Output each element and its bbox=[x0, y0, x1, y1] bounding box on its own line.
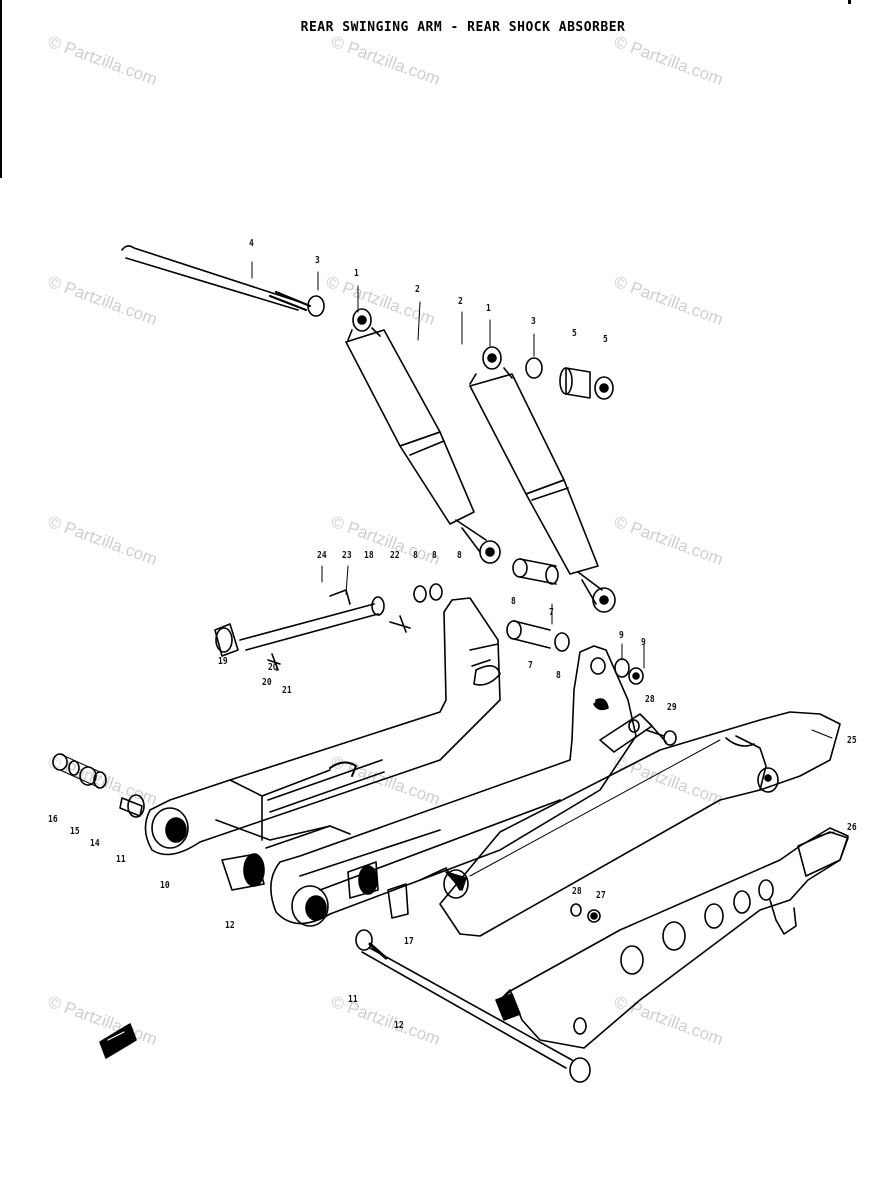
part-label: 12 bbox=[394, 1020, 404, 1031]
part-label: 3 bbox=[531, 316, 536, 327]
part-label: 25 bbox=[847, 735, 857, 746]
part-label: 11 bbox=[116, 854, 126, 865]
part-label: 3 bbox=[315, 255, 320, 266]
leader-lines bbox=[251, 261, 835, 837]
part-label: 9 bbox=[619, 630, 624, 641]
part-label: 12 bbox=[225, 920, 235, 931]
part-label: 28 bbox=[572, 886, 582, 897]
part-label: 29 bbox=[667, 702, 677, 713]
bushing-5 bbox=[559, 367, 614, 400]
part-label: 16 bbox=[48, 814, 58, 825]
part-label: 15 bbox=[70, 826, 80, 837]
part-label: 18 bbox=[364, 550, 374, 561]
part-label: 8 bbox=[432, 550, 437, 561]
part-label: 8 bbox=[457, 550, 462, 561]
part-label: 23 bbox=[342, 550, 352, 561]
lower-chain-guard bbox=[495, 827, 849, 1049]
part-label: 8 bbox=[556, 670, 561, 681]
chain-case bbox=[439, 711, 841, 937]
small-fasteners bbox=[570, 723, 677, 923]
part-label: 27 bbox=[596, 890, 606, 901]
part-label: 5 bbox=[603, 334, 608, 345]
part-label: 8 bbox=[511, 596, 516, 607]
part-label: 2 bbox=[415, 284, 420, 295]
swing-arm-right-half bbox=[270, 645, 653, 927]
part-label: 5 bbox=[572, 328, 577, 339]
swing-arm-frame bbox=[144, 597, 501, 856]
part-label: 28 bbox=[645, 694, 655, 705]
part-label: 7 bbox=[549, 607, 554, 618]
part-label: 22 bbox=[390, 550, 400, 561]
part-label: 20 bbox=[262, 677, 272, 688]
part-label: 11 bbox=[348, 994, 358, 1005]
pivot-bushings bbox=[119, 794, 469, 919]
part-label: 8 bbox=[413, 550, 418, 561]
part-label: 10 bbox=[160, 880, 170, 891]
right-shock-absorber bbox=[469, 346, 616, 613]
scan-edge-dot bbox=[848, 0, 851, 4]
part-label: 2Q bbox=[268, 662, 278, 673]
part-label: 9 bbox=[641, 637, 646, 648]
spacer-washer-3 bbox=[525, 357, 543, 379]
front-arrow-mark bbox=[99, 1023, 137, 1059]
bracket-bolt-assembly bbox=[214, 583, 443, 671]
part-label: 4 bbox=[249, 238, 254, 249]
part-label: 14 bbox=[90, 838, 100, 849]
pivot-washers bbox=[52, 753, 107, 789]
diagram-title: REAR SWINGING ARM - REAR SHOCK ABSORBER bbox=[300, 20, 626, 35]
part-label: 26 bbox=[847, 822, 857, 833]
part-label: 2 bbox=[458, 296, 463, 307]
part-label: 1 bbox=[354, 268, 359, 279]
part-label: 21 bbox=[282, 685, 292, 696]
part-label: 19 bbox=[218, 656, 228, 667]
part-label: 24 bbox=[317, 550, 327, 561]
left-shock-absorber bbox=[345, 308, 501, 564]
scan-edge-left bbox=[0, 0, 2, 178]
pivot-shaft bbox=[355, 929, 591, 1083]
part-label: 7 bbox=[528, 660, 533, 671]
part-label: 17 bbox=[404, 936, 414, 947]
shock-mount-bolt bbox=[121, 245, 325, 317]
part-label: 1 bbox=[486, 303, 491, 314]
